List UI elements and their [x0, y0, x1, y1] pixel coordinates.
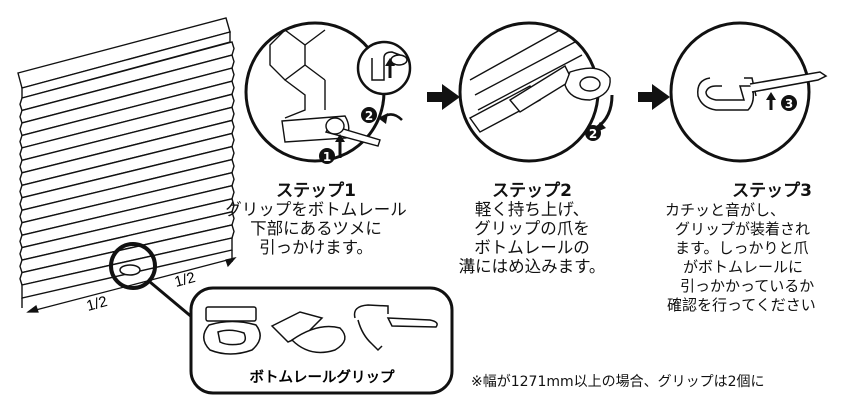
dimension-right-label: 1/2	[173, 269, 198, 291]
step3-detail	[669, 21, 828, 163]
step2-line2: グリップの爪を	[474, 219, 590, 238]
callout-badge-3	[585, 125, 601, 141]
step1-line1: グリップをボトムレール	[225, 200, 407, 219]
callout-badge-2	[361, 107, 377, 123]
step3-line1: カチッと音がし、	[665, 201, 786, 219]
grip-parts-drawing	[203, 304, 438, 355]
callout-number-4: 3	[785, 97, 793, 111]
step3-line6: 確認を行ってください	[667, 296, 816, 314]
callout-badge-4	[781, 95, 797, 111]
step2-line3: ボトムレールの	[474, 238, 590, 257]
grip-parts-label: ボトムレールグリップ	[250, 368, 395, 386]
step3-line4: がボトムレールに	[683, 258, 804, 276]
step3-line3: ます。しっかりと爪	[675, 239, 809, 257]
step2-line4: 溝にはめ込みます。	[458, 257, 606, 276]
step2-title: ステップ2	[492, 181, 572, 201]
magnifier-circle	[109, 242, 157, 290]
step2-line1: 軽く持ち上げ、	[474, 200, 590, 219]
step1-line3: 引っかけます。	[259, 238, 373, 257]
step3-line5: 引っかかっているか	[680, 277, 815, 295]
arrow-step1-to-2	[427, 84, 460, 110]
callout-number-3: 2	[589, 127, 597, 141]
callout-badge-1	[319, 148, 335, 164]
step1-line2: 下部にあるツメに	[250, 219, 382, 238]
step1-title: ステップ1	[276, 181, 356, 201]
pleated-blind-illustration	[17, 17, 235, 308]
arrow-step2-to-3	[638, 84, 670, 110]
callout-number-2: 2	[365, 109, 373, 123]
step3-title: ステップ3	[732, 181, 812, 201]
callout-number-1: 1	[323, 150, 331, 164]
step3-line2: グリップが装着され	[675, 220, 811, 238]
dimension-left-label: 1/2	[85, 293, 110, 315]
step1-detail	[244, 21, 412, 163]
footnote: ※幅が1271mm以上の場合、グリップは2個に	[471, 374, 765, 390]
